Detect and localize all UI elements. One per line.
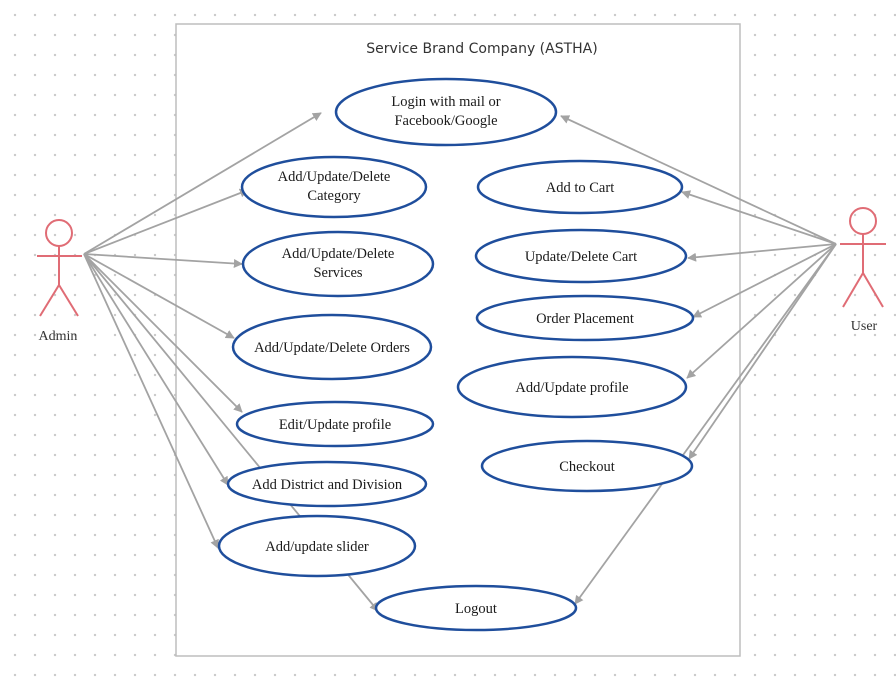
actor-head xyxy=(849,207,877,235)
actor-leg-right xyxy=(862,272,884,308)
usecase-login[interactable]: Login with mail or Facebook/Google xyxy=(334,77,558,147)
actor-user-label: User xyxy=(851,319,878,334)
association-admin-orders xyxy=(83,253,235,339)
actor-leg-left xyxy=(39,284,60,317)
use-cases: Login with mail or Facebook/Google Add/Up… xyxy=(217,77,695,632)
association-admin-slider xyxy=(83,253,219,549)
association-admin-admin-profile xyxy=(83,253,243,413)
uc-line: Update/Delete Cart xyxy=(525,249,637,265)
actor-head xyxy=(45,219,73,247)
actor-admin-label: Admin xyxy=(39,329,78,344)
uc-line: Login with mail or xyxy=(391,94,500,110)
svg-text:Add/Update/Delete Orders: Add/Update/Delete Orders xyxy=(254,340,410,356)
usecase-orders[interactable]: Add/Update/Delete Orders xyxy=(231,313,433,381)
association-user-checkout xyxy=(688,243,837,460)
uc-line: Facebook/Google xyxy=(394,113,497,129)
usecase-logout[interactable]: Logout xyxy=(374,584,578,632)
association-admin-district xyxy=(83,253,229,486)
association-user-logout xyxy=(574,243,837,605)
svg-text:Update/Delete Cart: Update/Delete Cart xyxy=(525,249,637,265)
uc-line: Add to Cart xyxy=(546,180,614,196)
usecase-add-cart[interactable]: Add to Cart xyxy=(476,159,684,215)
association-user-login xyxy=(560,115,837,245)
usecase-order-placement[interactable]: Order Placement xyxy=(475,294,695,342)
uc-line: Services xyxy=(313,265,362,281)
svg-text:Add District and Division: Add District and Division xyxy=(252,477,403,493)
svg-text:Edit/Update profile: Edit/Update profile xyxy=(279,417,391,433)
association-user-user-profile xyxy=(686,243,837,379)
system-title: Service Brand Company (ASTHA) xyxy=(366,41,597,57)
svg-text:Logout: Logout xyxy=(455,601,497,617)
usecase-checkout[interactable]: Checkout xyxy=(480,439,694,493)
svg-text:Add to Cart: Add to Cart xyxy=(546,180,614,196)
uc-line: Add/Update/Delete xyxy=(282,246,395,262)
uc-line: Checkout xyxy=(559,459,615,475)
uc-line: Logout xyxy=(455,601,497,617)
actor-leg-right xyxy=(58,284,79,317)
uc-line: Edit/Update profile xyxy=(279,417,391,433)
svg-text:Order Placement: Order Placement xyxy=(536,311,634,327)
usecase-update-cart[interactable]: Update/Delete Cart xyxy=(474,228,688,284)
uc-line: Add/Update/Delete xyxy=(278,169,391,185)
actor-user[interactable]: User xyxy=(840,207,886,334)
association-admin-services xyxy=(83,253,243,268)
association-user-order-placement xyxy=(692,243,837,318)
svg-text:Checkout: Checkout xyxy=(559,459,615,475)
uc-line: Add/update slider xyxy=(265,539,369,555)
svg-text:Add/Update profile: Add/Update profile xyxy=(515,380,628,396)
uc-line: Add/Update profile xyxy=(515,380,628,396)
association-user-update-cart xyxy=(687,243,837,262)
usecase-user-profile[interactable]: Add/Update profile xyxy=(456,355,688,419)
association-admin-category xyxy=(83,188,249,255)
uc-line: Add/Update/Delete Orders xyxy=(254,340,410,356)
uc-line: Category xyxy=(307,188,361,204)
uc-line: Order Placement xyxy=(536,311,634,327)
usecase-admin-profile[interactable]: Edit/Update profile xyxy=(235,400,435,448)
associations xyxy=(83,112,837,612)
association-user-add-cart xyxy=(681,190,837,245)
association-admin-login xyxy=(83,112,322,255)
uc-line: Add District and Division xyxy=(252,477,403,493)
usecase-district[interactable]: Add District and Division xyxy=(226,460,428,508)
actor-admin[interactable]: Admin xyxy=(37,219,82,344)
svg-text:Add/update slider: Add/update slider xyxy=(265,539,369,555)
actor-leg-left xyxy=(842,272,864,308)
usecase-slider[interactable]: Add/update slider xyxy=(217,514,417,578)
